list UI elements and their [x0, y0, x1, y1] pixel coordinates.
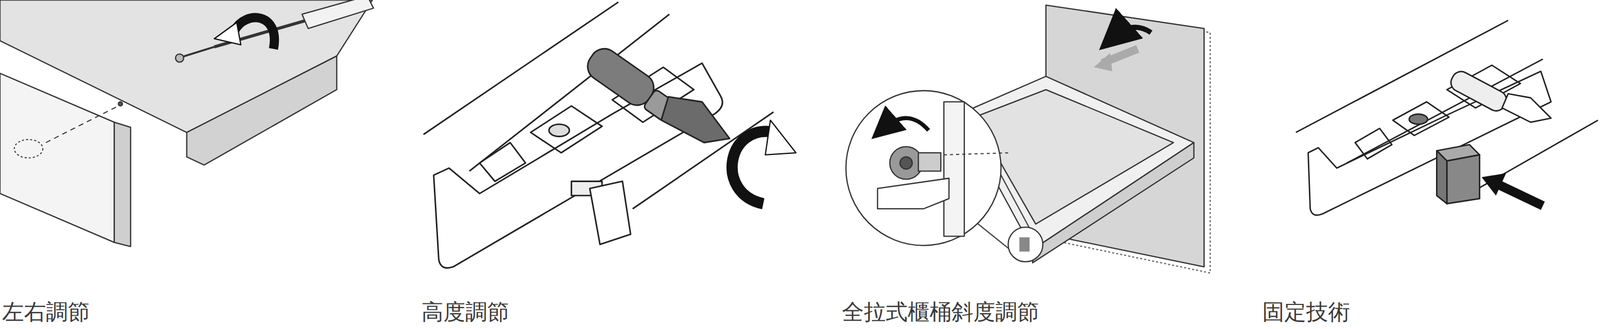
height-adjust-figure: [423, 2, 796, 269]
caption-label: 高度調節: [421, 299, 510, 326]
caption-label: 固定技術: [1262, 299, 1350, 326]
caption-label: 全拉式櫃桶斜度調節: [841, 299, 1040, 326]
caption-label: 左右調節: [2, 299, 90, 326]
fixing-figure: [1296, 20, 1598, 216]
side-adjust-figure: [0, 0, 374, 247]
tilt-adjust-figure: [845, 5, 1211, 274]
